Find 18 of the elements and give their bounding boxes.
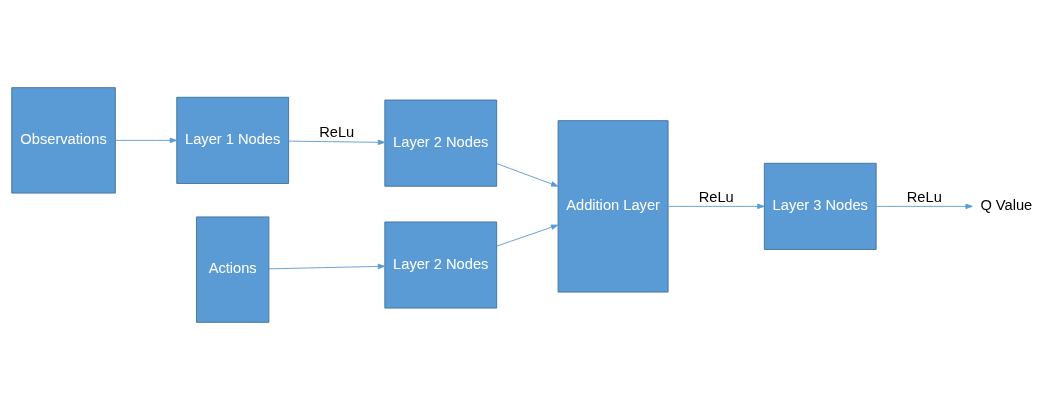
node-box: Layer 1 Nodes	[176, 96, 290, 184]
arrow	[115, 137, 178, 143]
edge-label: ReLu	[906, 188, 942, 205]
node-box: Actions	[196, 215, 270, 323]
node-box: Layer 3 Nodes	[763, 162, 877, 250]
arrow	[288, 139, 386, 145]
node-text: Q Value	[980, 196, 1033, 213]
node-box: Layer 2 Nodes	[384, 221, 498, 309]
arrow	[667, 203, 765, 209]
arrow	[496, 224, 559, 247]
node-box: Observations	[11, 86, 116, 194]
node-box: Addition Layer	[557, 119, 669, 293]
edge-label: ReLu	[698, 188, 734, 205]
arrow	[875, 203, 973, 209]
arrow	[496, 162, 559, 187]
edge-label: ReLu	[319, 123, 355, 140]
node-box: Layer 2 Nodes	[384, 99, 498, 187]
arrow	[268, 263, 386, 269]
